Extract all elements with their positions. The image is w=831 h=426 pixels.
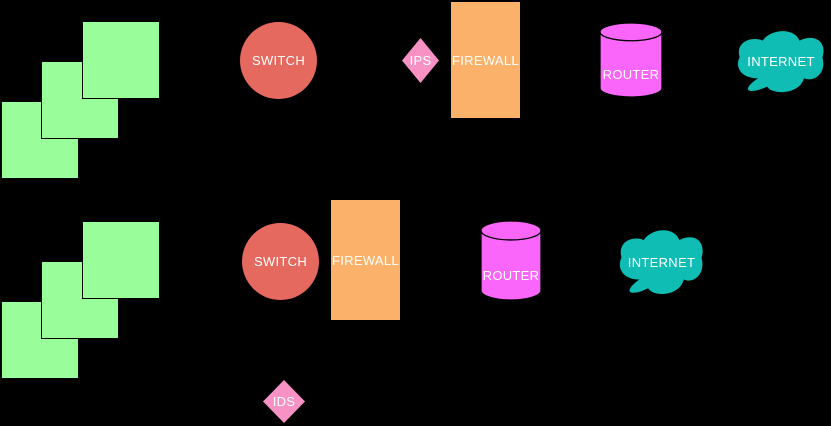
switch-label: SWITCH bbox=[253, 254, 308, 269]
workstation-square[interactable] bbox=[82, 21, 160, 99]
switch-node-top[interactable]: SWITCH bbox=[240, 22, 317, 99]
firewall-node-top[interactable]: FIREWALL bbox=[451, 2, 520, 118]
firewall-label: FIREWALL bbox=[332, 252, 399, 268]
ids-node[interactable]: IDS bbox=[263, 380, 305, 423]
internet-node-top[interactable]: INTERNET bbox=[735, 28, 827, 95]
internet-node-bottom[interactable]: INTERNET bbox=[617, 227, 706, 297]
cloud-icon bbox=[737, 31, 824, 93]
cylinder-icon bbox=[600, 23, 662, 97]
firewall-node-bottom[interactable]: FIREWALL bbox=[331, 200, 400, 320]
switch-label: SWITCH bbox=[251, 53, 306, 68]
diamond-icon bbox=[402, 38, 439, 83]
router-node-top[interactable]: ROUTER bbox=[600, 23, 662, 97]
diamond-icon bbox=[263, 380, 305, 423]
firewall-label: FIREWALL bbox=[452, 52, 519, 68]
workstation-square[interactable] bbox=[82, 221, 160, 299]
router-node-bottom[interactable]: ROUTER bbox=[481, 221, 541, 300]
ips-node[interactable]: IPS bbox=[402, 38, 439, 83]
lan-workstations-top bbox=[0, 0, 161, 180]
switch-node-bottom[interactable]: SWITCH bbox=[242, 223, 319, 300]
lan-workstations-bottom bbox=[0, 200, 161, 380]
cloud-icon bbox=[619, 230, 703, 294]
cylinder-icon bbox=[481, 221, 541, 300]
